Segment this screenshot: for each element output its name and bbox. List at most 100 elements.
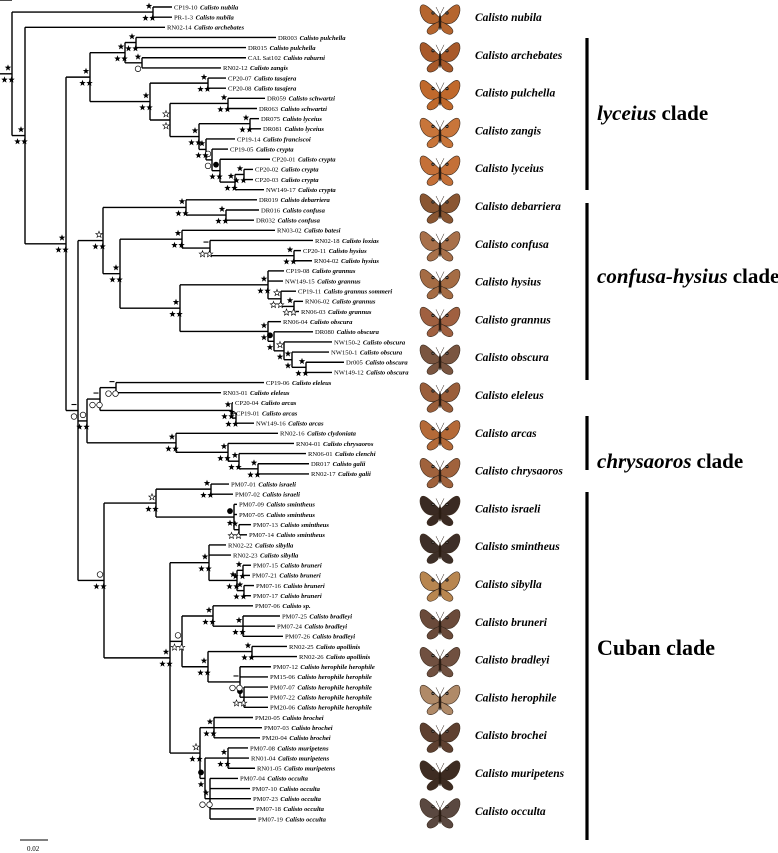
support-star: [266, 343, 274, 351]
specimen: Calisto brochei: [419, 722, 548, 753]
support-star: [260, 334, 268, 341]
tip-species: Calisto obscura: [360, 349, 403, 356]
tip-species: Calisto smintheus: [280, 522, 329, 529]
tip-species: Calisto grannus sommeri: [324, 289, 393, 296]
support-star: [236, 165, 244, 172]
clade-label: Cuban clade: [597, 635, 715, 660]
tip-species: Calisto arcas: [262, 410, 298, 417]
butterfly-photo: [419, 269, 461, 300]
tip-species: Calisto occulta: [267, 776, 308, 783]
support-star: [207, 491, 214, 498]
specimen-name: Calisto muripetens: [475, 768, 565, 780]
tip-species: Calisto franciscoi: [263, 136, 311, 143]
support-open-star: [232, 698, 241, 707]
support-star: [241, 654, 248, 661]
tip-code: PM07-14: [249, 532, 275, 539]
specimen-name: Calisto chrysaoros: [475, 466, 563, 478]
support-star: [202, 789, 210, 796]
tip-species: Calisto clenchi: [335, 451, 376, 458]
support-star: [224, 184, 231, 191]
support-star: [240, 177, 247, 184]
support-star: [82, 67, 90, 74]
support-star: [231, 184, 238, 191]
tip-code: PR-1-3: [174, 14, 194, 21]
tip-code: DR075: [261, 116, 281, 123]
support-star: [226, 583, 233, 590]
support-star: [205, 565, 212, 572]
tip-code: PM07-18: [256, 806, 282, 813]
tip-code: RN04-01: [296, 441, 321, 448]
tip-species: Calisto brochei: [291, 725, 332, 732]
support-star: [198, 565, 205, 572]
tip-code: CP19-11: [298, 289, 321, 296]
support-star: [284, 350, 292, 357]
tip-species: Calisto zangis: [250, 65, 288, 72]
specimen-name: Calisto bruneri: [475, 617, 548, 629]
tip-code: PM07-02: [235, 492, 260, 499]
tip-species: Calisto crypta: [256, 146, 294, 153]
support-open-star: [198, 249, 207, 258]
tip-species: Calisto chrysaoros: [323, 441, 374, 448]
support-star: [235, 616, 243, 623]
specimen-name: Calisto confusa: [475, 239, 549, 251]
support-star: [260, 322, 268, 329]
support-star: [231, 520, 239, 527]
tip-code: RN02-12: [223, 65, 248, 72]
support-star: [109, 276, 116, 283]
tip-code: PM20-05: [255, 715, 281, 722]
tip-code: RN02-17: [311, 471, 336, 478]
support-star: [220, 442, 228, 450]
specimen-name: Calisto eleleus: [475, 390, 544, 402]
tip-code: CP20-04: [235, 400, 259, 407]
support-star: [209, 618, 216, 625]
tip-species: Calisto muripetens: [284, 766, 336, 773]
support-symbols: [1, 2, 309, 808]
tip-code: NW150-1: [331, 349, 357, 356]
support-star: [162, 648, 170, 655]
support-star: [195, 139, 202, 146]
support-star: [210, 730, 217, 737]
tip-code: PM07-15: [253, 563, 279, 570]
support-star: [232, 628, 239, 635]
tip-code: RN02-26: [299, 654, 324, 661]
support-star: [197, 781, 205, 788]
support-star: [174, 229, 182, 236]
support-star: [302, 369, 309, 377]
support-star: [231, 451, 239, 458]
tip-species: Calisto smintheus: [266, 512, 315, 519]
support-open-star: [205, 249, 214, 258]
specimen-name: Calisto israeli: [475, 503, 541, 515]
tip-species: Calisto herophile herophile: [297, 705, 371, 712]
tip-species: Calisto apollinis: [326, 654, 371, 661]
tip-species: Calisto bruneri: [283, 583, 324, 590]
tip-species: Calisto herophile herophile: [300, 664, 374, 671]
specimen-name: Calisto obscura: [475, 352, 549, 364]
specimen-name: Calisto herophile: [475, 692, 556, 704]
tip-code: NW150-2: [334, 339, 360, 346]
tip-species: Calisto pulchella: [270, 45, 317, 52]
support-star: [239, 126, 246, 133]
